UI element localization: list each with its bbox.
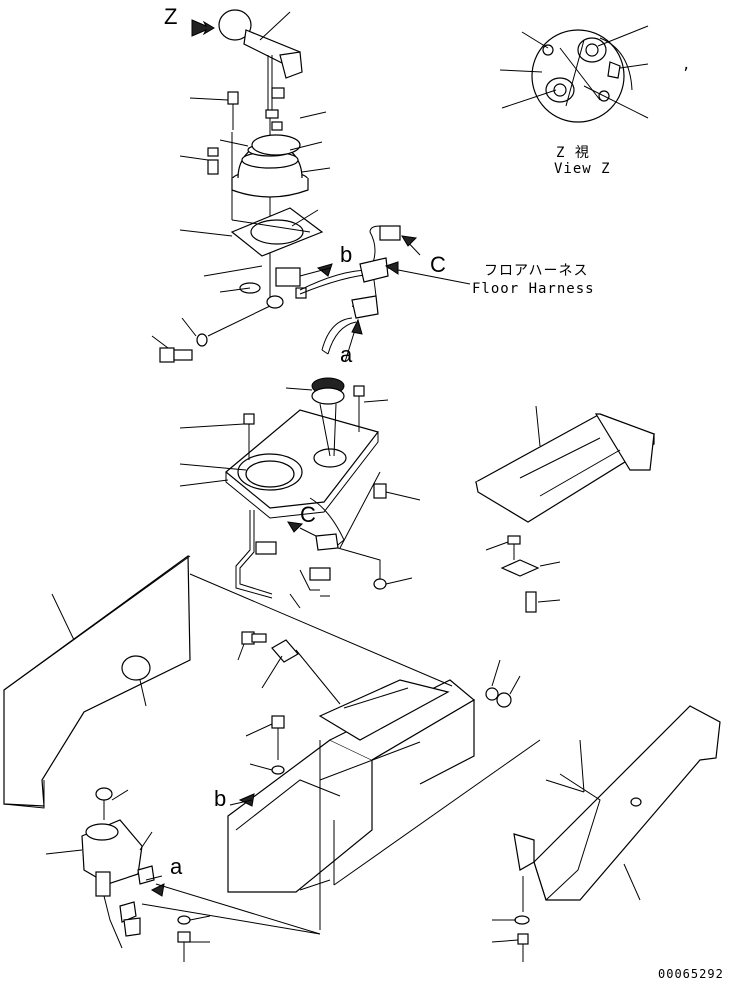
console-box	[227, 679, 541, 930]
harness-label-en: Floor Harness	[472, 281, 595, 297]
view-title-en: View Z	[554, 161, 611, 177]
view-z-detail	[499, 25, 649, 123]
valve-leaders	[45, 789, 321, 943]
callout-c-top: C	[430, 252, 446, 277]
leader-lines-top	[151, 11, 331, 349]
lever-knob	[218, 9, 303, 79]
floor-harness-upper	[299, 225, 471, 363]
callout-b-top: b	[340, 242, 353, 267]
console-bolts	[243, 385, 387, 499]
harness-label-jp: フロアハーネス	[484, 263, 589, 279]
callout-a-top: a	[340, 342, 353, 367]
lever-switch	[239, 267, 307, 309]
right-panel-bolt	[491, 876, 530, 962]
stray-mark: ,	[682, 57, 692, 73]
callout-a-bottom: a	[170, 854, 183, 879]
view-title-jp: Z 視	[556, 145, 590, 161]
console-leaders	[179, 387, 421, 609]
drawing-number: 00065292	[658, 967, 724, 981]
callout-b-bottom: b	[214, 786, 227, 811]
right-side-panel	[513, 705, 721, 901]
lever-bolts	[207, 91, 239, 175]
small-clips	[265, 87, 285, 131]
lever-boot	[231, 134, 309, 198]
armrest-cushion	[474, 405, 656, 523]
console-top-plate	[225, 409, 380, 519]
console-box-leaders	[189, 573, 521, 771]
bottom-bolt	[159, 333, 208, 363]
ashtray-knob	[311, 377, 345, 457]
console-box-fasteners	[229, 631, 512, 807]
lever-plate	[230, 207, 324, 257]
view-marker-z: Z	[164, 4, 178, 29]
callout-c-middle: C	[300, 502, 316, 527]
left-side-panel	[3, 554, 191, 809]
lever-valve	[81, 787, 191, 962]
armrest-bracket	[485, 535, 561, 613]
console-harness	[235, 471, 387, 599]
view-z-arrow	[191, 19, 215, 37]
